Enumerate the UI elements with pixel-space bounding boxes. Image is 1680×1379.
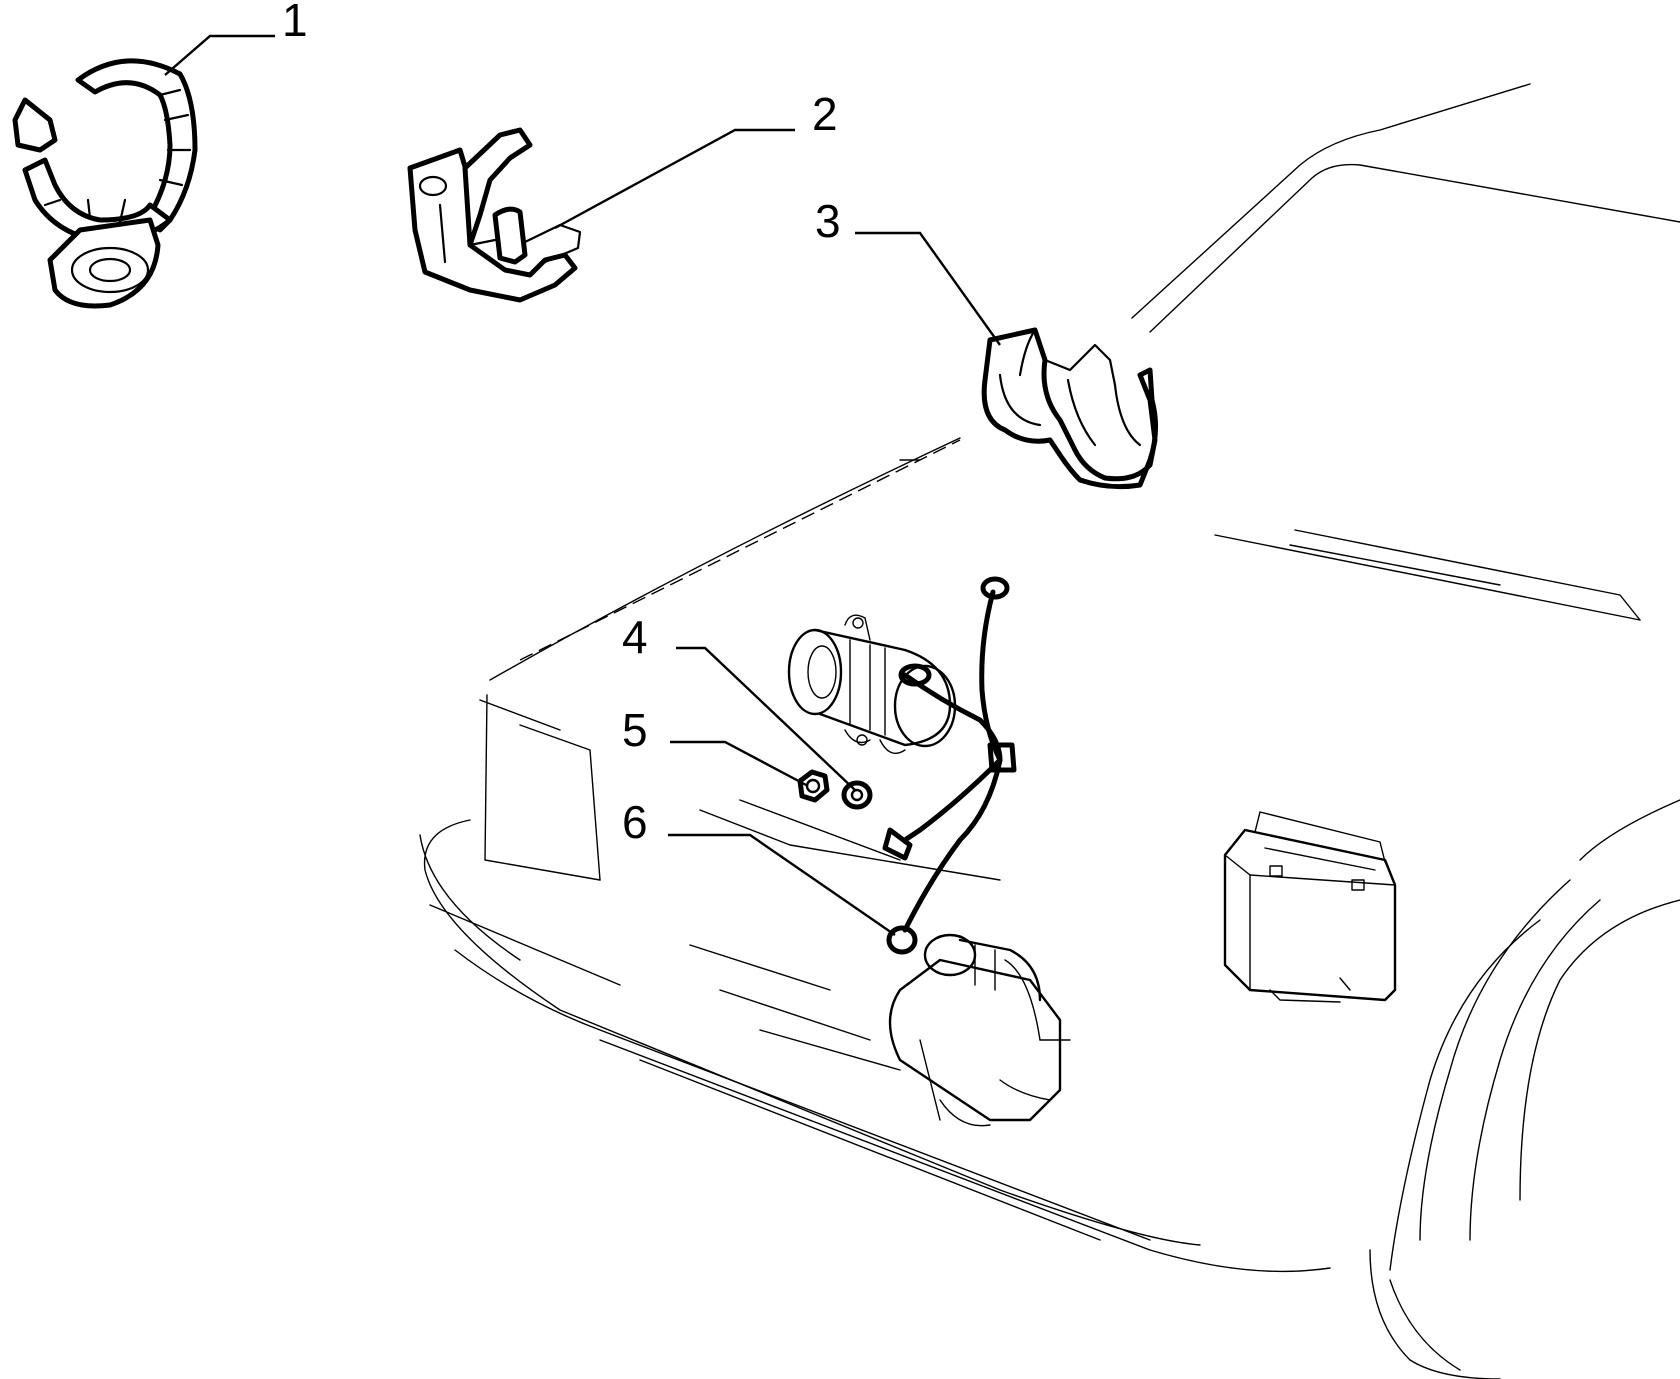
callout-4: 4 bbox=[622, 611, 648, 663]
callout-1: 1 bbox=[282, 0, 308, 46]
double-cable-clip bbox=[981, 327, 1158, 490]
battery bbox=[1223, 811, 1397, 1003]
cable-bracket bbox=[407, 127, 582, 303]
callout-6: 6 bbox=[622, 796, 648, 848]
callout-5: 5 bbox=[622, 704, 648, 756]
alternator bbox=[787, 614, 957, 754]
cable-clip-ring bbox=[12, 58, 198, 309]
callout-3: 3 bbox=[815, 195, 841, 247]
leader-lines bbox=[164, 34, 1001, 936]
nut bbox=[797, 769, 830, 803]
callout-2: 2 bbox=[812, 88, 838, 140]
callout-labels: 1 2 3 4 5 6 bbox=[282, 0, 841, 848]
battery-cable-harness bbox=[882, 576, 1017, 955]
starter-motor bbox=[888, 933, 1071, 1127]
washer bbox=[841, 780, 873, 810]
car-body-outline bbox=[419, 83, 1680, 1379]
